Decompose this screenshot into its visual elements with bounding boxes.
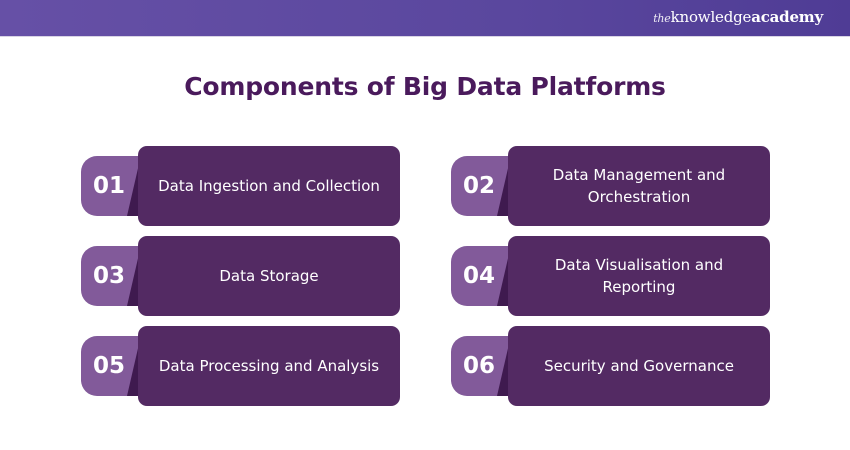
page-title: Components of Big Data Platforms: [184, 72, 666, 101]
fold-shape: [127, 164, 139, 216]
component-label: Data Visualisation and Reporting: [554, 256, 724, 296]
component-label: Data Processing and Analysis: [158, 357, 380, 375]
component-label: Data Storage: [219, 267, 319, 285]
component-box: Data Storage: [138, 236, 400, 316]
fold-shape: [127, 254, 139, 306]
component-box: Data Processing and Analysis: [138, 326, 400, 406]
fold-shape: [127, 344, 139, 396]
fold-shape: [497, 344, 509, 396]
component-number: 06: [463, 353, 496, 379]
component-card-06: 06 Security and Governance: [451, 326, 771, 406]
component-card-01: 01 Data Ingestion and Collection: [81, 146, 401, 226]
component-number: 05: [93, 353, 126, 379]
brand-logo: theknowledgeacademy: [653, 8, 823, 26]
component-box: Data Management and Orchestration: [508, 146, 770, 226]
component-card-02: 02 Data Management and Orchestration: [451, 146, 771, 226]
component-label: Data Ingestion and Collection: [158, 177, 380, 195]
component-box: Security and Governance: [508, 326, 770, 406]
component-number: 03: [93, 263, 126, 289]
brand-part1: knowledge: [670, 8, 752, 26]
brand-prefix: the: [653, 12, 671, 25]
component-card-05: 05 Data Processing and Analysis: [81, 326, 401, 406]
component-card-03: 03 Data Storage: [81, 236, 401, 316]
header-bar: theknowledgeacademy: [0, 0, 850, 37]
component-number: 02: [463, 173, 496, 199]
fold-shape: [497, 254, 509, 306]
component-box: Data Ingestion and Collection: [138, 146, 400, 226]
component-box: Data Visualisation and Reporting: [508, 236, 770, 316]
component-number: 01: [93, 173, 126, 199]
brand-part2: academy: [751, 8, 823, 26]
fold-shape: [497, 164, 509, 216]
component-number: 04: [463, 263, 496, 289]
component-label: Data Management and Orchestration: [552, 166, 726, 206]
component-card-04: 04 Data Visualisation and Reporting: [451, 236, 771, 316]
component-label: Security and Governance: [544, 357, 734, 375]
